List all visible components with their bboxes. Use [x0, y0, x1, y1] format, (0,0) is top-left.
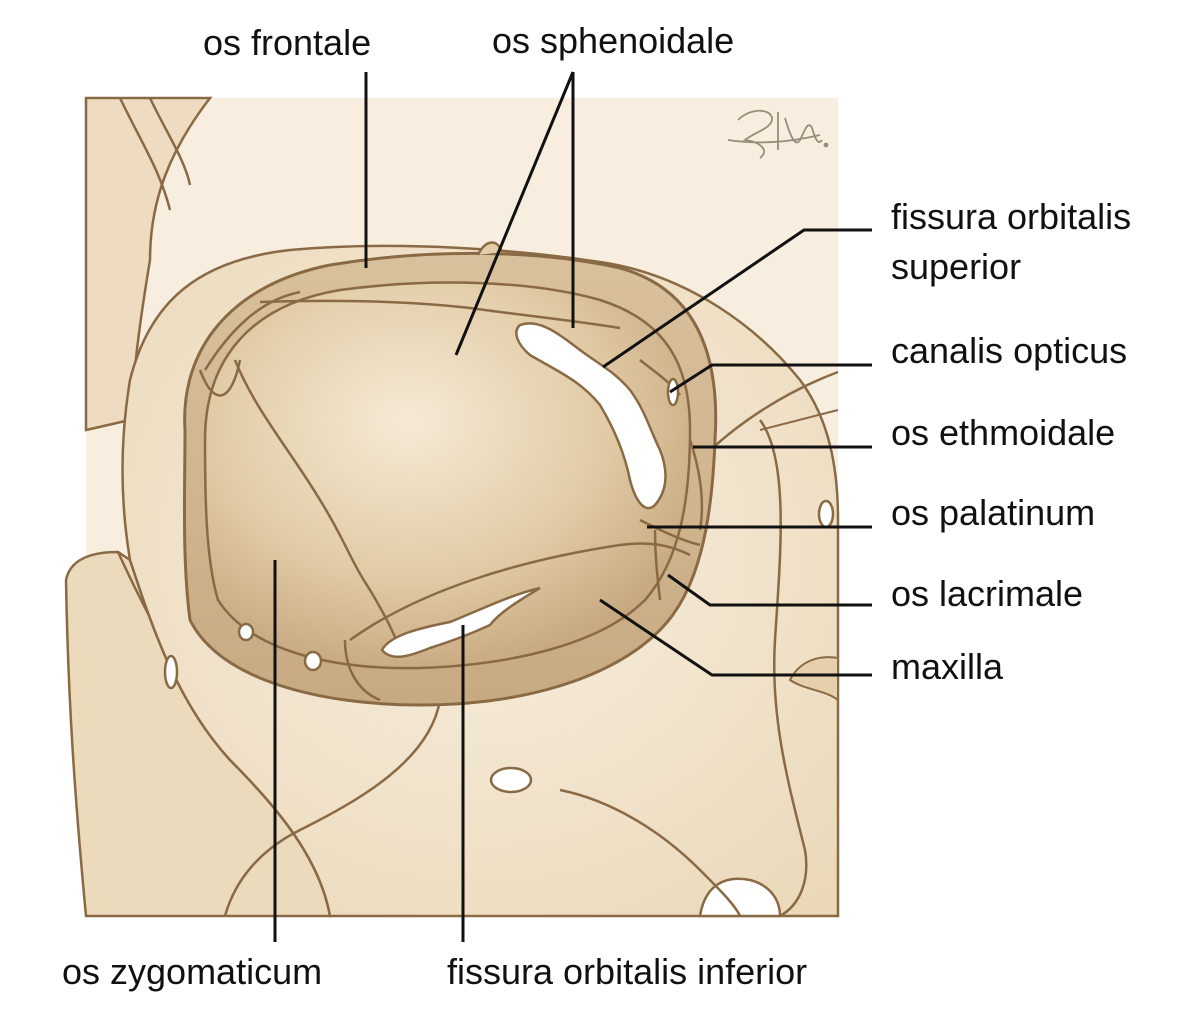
leader-maxilla — [599, 598, 872, 677]
label-fissura-orbitalis-superior-line1: fissura orbitalis — [891, 196, 1132, 237]
zygomaticofacial-foramen — [163, 654, 179, 690]
nasal-foramen — [817, 499, 835, 529]
artist-signature — [727, 109, 829, 159]
optic-canal — [666, 377, 680, 407]
label-os-frontale: os frontale — [203, 22, 372, 63]
label-os-ethmoidale: os ethmoidale — [891, 412, 1116, 453]
label-canalis-opticus: canalis opticus — [891, 330, 1128, 371]
label-os-lacrimale: os lacrimale — [891, 573, 1084, 614]
leader-fissura-superior — [602, 228, 872, 369]
label-os-palatinum: os palatinum — [891, 492, 1096, 533]
leader-os-sphenoidale-a — [454, 71, 575, 356]
inferior-orbital-fissure — [380, 586, 541, 658]
label-os-sphenoidale: os sphenoidale — [492, 20, 735, 61]
leader-lines — [273, 71, 872, 942]
leader-os-lacrimale — [667, 573, 872, 607]
infraorbital-foramen — [489, 766, 533, 794]
label-fissura-orbitalis-inferior: fissura orbitalis inferior — [447, 951, 808, 992]
label-fissura-orbitalis-superior-line2: superior — [891, 246, 1022, 287]
label-maxilla: maxilla — [891, 646, 1004, 687]
label-os-zygomaticum: os zygomaticum — [62, 951, 323, 992]
leader-canalis-opticus — [669, 363, 872, 394]
superior-orbital-fissure — [515, 322, 667, 510]
